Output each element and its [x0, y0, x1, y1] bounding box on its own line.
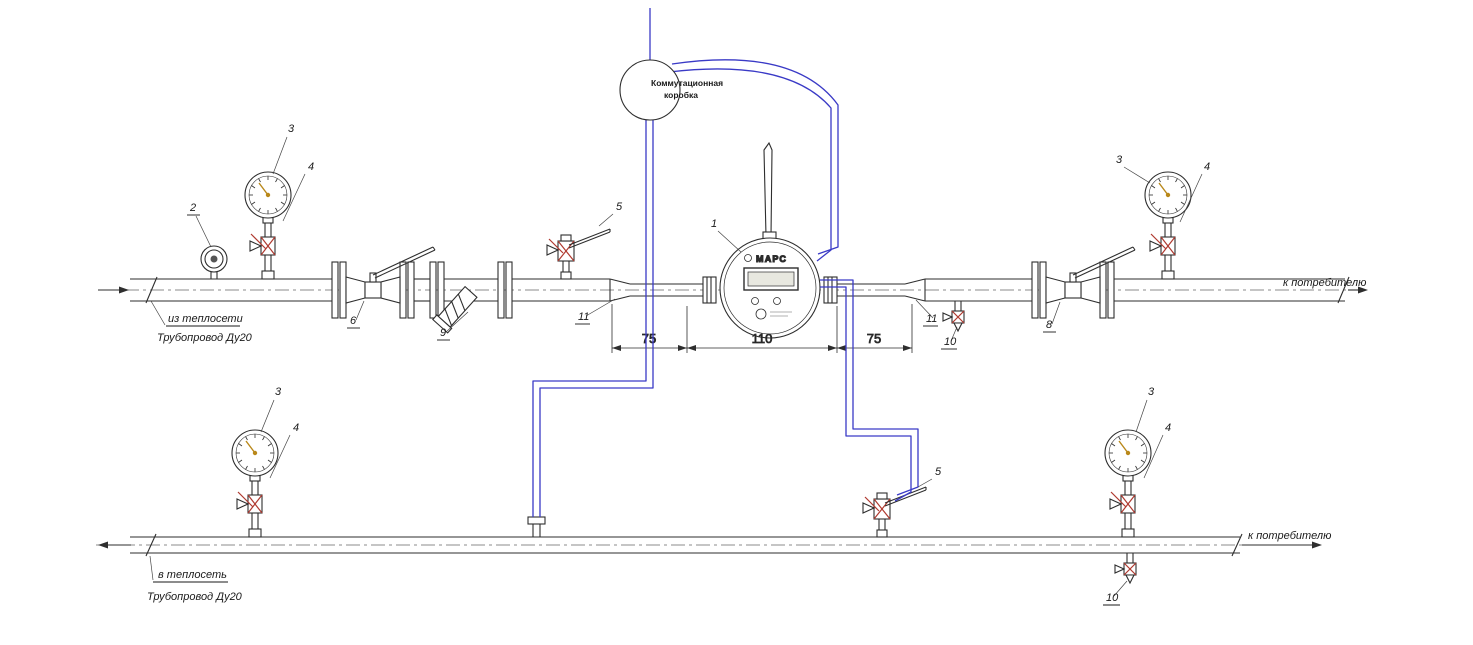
callout-3-return-right: 3 — [1148, 386, 1155, 398]
callout-5-supply: 5 — [616, 201, 623, 213]
test-point-plug — [200, 245, 228, 279]
return-to-network-label: в теплосеть — [158, 569, 227, 581]
meter-coupling-left — [702, 276, 717, 304]
callout-2: 2 — [189, 202, 196, 214]
thermometer-assembly-supply-right — [1144, 171, 1192, 280]
callout-1: 1 — [711, 218, 717, 230]
callouts: 1 2 3 4 3 4 5 6 9 11 11 10 — [187, 123, 1210, 606]
meter-button-right — [773, 297, 781, 305]
return-pipe-label: Трубопровод Ду20 — [147, 591, 243, 603]
callout-4-return-right: 4 — [1165, 422, 1171, 434]
ball-valve-inlet — [331, 246, 436, 319]
thermometer-assembly-return-right — [1104, 429, 1152, 538]
dim-right: 75 — [867, 331, 881, 346]
supply-to-consumer-label: к потребителю — [1283, 277, 1366, 289]
drain-cock-supply — [942, 300, 965, 332]
supply-from-label: из теплосети — [168, 313, 243, 325]
drain-cock-return — [1114, 552, 1137, 584]
junction-box-label-line1: Коммутационная — [651, 78, 723, 88]
return-pipe — [130, 533, 1243, 557]
callout-3-supply-right: 3 — [1116, 154, 1123, 166]
callout-9: 9 — [440, 327, 446, 339]
callout-4-supply-right: 4 — [1204, 161, 1210, 173]
thermometer-assembly-return-left — [231, 429, 279, 538]
return-sensor-pocket — [527, 516, 546, 537]
wire-meter-to-return-cock-a — [820, 279, 919, 496]
junction-box: Коммутационная коробка — [619, 59, 723, 121]
supply-pipe — [130, 276, 1350, 304]
dim-left: 75 — [642, 331, 656, 346]
pipe-break-mark — [145, 533, 157, 557]
callout-3-supply-left: 3 — [288, 123, 295, 135]
callout-4-supply-left: 4 — [308, 161, 314, 173]
wire-box-to-meter-a — [671, 59, 839, 255]
callout-6: 6 — [350, 315, 357, 327]
supply-flow-arrow-left — [98, 286, 129, 294]
pipe-break-mark — [145, 276, 158, 304]
meter-button-left — [751, 297, 759, 305]
callout-3-return-left: 3 — [275, 386, 282, 398]
return-flow-arrow-left — [98, 541, 131, 549]
pipe-break-mark — [1231, 533, 1243, 557]
sensor-cock-return — [862, 486, 927, 538]
junction-box-label-line2: коробка — [664, 90, 698, 100]
dim-middle: 110 — [752, 331, 773, 346]
wire-meter-to-return-cock-b — [820, 286, 912, 502]
callout-11-left: 11 — [578, 311, 589, 323]
callout-8: 8 — [1046, 319, 1053, 331]
pipe-break-mark — [1337, 276, 1350, 304]
pipeline-labels: из теплосети Трубопровод Ду20 к потребит… — [147, 277, 1366, 603]
meter-coupling-right — [823, 276, 838, 304]
ball-valve-outlet — [1031, 246, 1136, 319]
callout-5-return: 5 — [935, 466, 942, 478]
signal-wires — [532, 8, 919, 517]
callout-4-return-left: 4 — [293, 422, 299, 434]
sensor-cock-supply — [546, 228, 611, 280]
meter-antenna — [763, 141, 773, 237]
callout-11-right: 11 — [926, 313, 937, 325]
meter-brand: МАРС — [756, 254, 787, 264]
supply-pipe-label: Трубопровод Ду20 — [157, 332, 253, 344]
wire-box-to-return-sensor-b — [539, 120, 654, 517]
wire-box-to-return-sensor-a — [532, 120, 647, 517]
wire-box-to-meter-b — [668, 68, 832, 262]
heat-meter: МАРС — [702, 141, 838, 339]
strainer — [429, 261, 513, 334]
callout-10-return: 10 — [1106, 592, 1119, 604]
thermometer-assembly-supply-left — [244, 171, 292, 280]
supply-flow-arrow-right — [1348, 286, 1368, 294]
return-to-consumer-label: к потребителю — [1248, 530, 1331, 542]
meter-logo-mark — [744, 254, 752, 262]
return-flow-arrow-right — [1242, 541, 1322, 549]
callout-10-supply: 10 — [944, 336, 957, 348]
meter-badge — [755, 308, 767, 320]
